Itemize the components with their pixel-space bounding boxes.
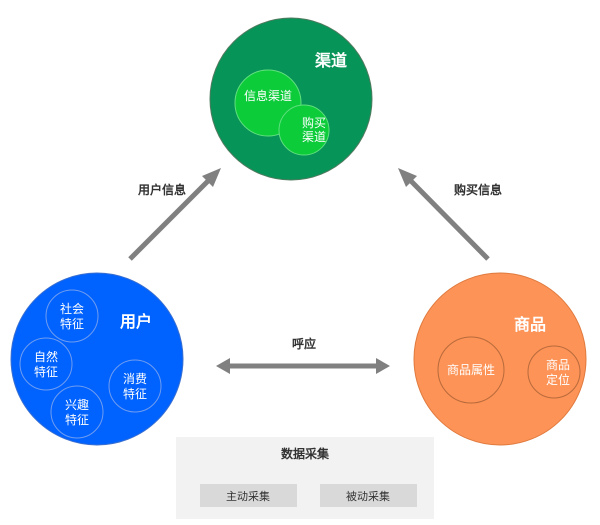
user-info-arrow-line — [128, 178, 211, 261]
user-info-label: 用户信息 — [137, 182, 186, 197]
product-positioning-line2: 定位 — [546, 372, 570, 387]
product-positioning-line1: 商品 — [546, 357, 570, 372]
channel-sub-purchase-line1: 购买 — [302, 115, 326, 130]
passive-collection-box — [320, 484, 417, 507]
channel-sub-purchase-circle — [278, 104, 330, 156]
user-circle — [10, 272, 184, 446]
user-consume-line1: 消费 — [123, 372, 147, 386]
product-positioning-circle — [527, 345, 581, 399]
response-arrow-head-right — [376, 358, 390, 374]
user-info-arrow-head — [202, 168, 221, 187]
user-social-line1: 社会 — [60, 301, 84, 316]
product-attribute-circle — [437, 336, 505, 404]
user-natural-line2: 特征 — [34, 364, 58, 379]
channel-group: 渠道 信息渠道 购买 渠道 — [209, 17, 373, 181]
channel-title: 渠道 — [315, 51, 347, 70]
active-collection-box — [200, 484, 297, 507]
user-interest-line2: 特征 — [65, 412, 89, 427]
response-arrow-head-left — [216, 358, 230, 374]
channel-sub-info-label: 信息渠道 — [244, 88, 292, 103]
product-circle — [413, 272, 587, 446]
arrows-group: 用户信息 购买信息 呼应 — [128, 168, 502, 374]
user-social-circle — [45, 289, 99, 343]
user-group: 用户 社会 特征 自然 特征 消费 特征 兴趣 特征 — [10, 272, 184, 446]
purchase-info-label: 购买信息 — [454, 182, 502, 197]
product-group: 商品 商品属性 商品 定位 — [413, 272, 587, 446]
passive-collection-label: 被动采集 — [346, 489, 390, 503]
response-label: 呼应 — [292, 336, 316, 351]
data-collection-panel: 数据采集 主动采集 被动采集 — [176, 437, 434, 519]
user-social-line2: 特征 — [60, 316, 84, 331]
user-consume-line2: 特征 — [123, 386, 147, 401]
user-interest-line1: 兴趣 — [65, 397, 89, 412]
product-title: 商品 — [514, 315, 546, 334]
product-attribute-label: 商品属性 — [447, 362, 495, 377]
purchase-info-arrow-line — [408, 178, 490, 261]
user-natural-circle — [19, 337, 73, 391]
user-consume-circle — [108, 359, 162, 413]
data-collection-title: 数据采集 — [281, 446, 330, 461]
user-natural-line1: 自然 — [34, 349, 58, 364]
purchase-info-arrow-head — [398, 168, 417, 187]
channel-sub-purchase-line2: 渠道 — [302, 130, 326, 144]
user-interest-circle — [50, 385, 104, 439]
active-collection-label: 主动采集 — [226, 489, 270, 503]
user-title: 用户 — [120, 312, 152, 331]
